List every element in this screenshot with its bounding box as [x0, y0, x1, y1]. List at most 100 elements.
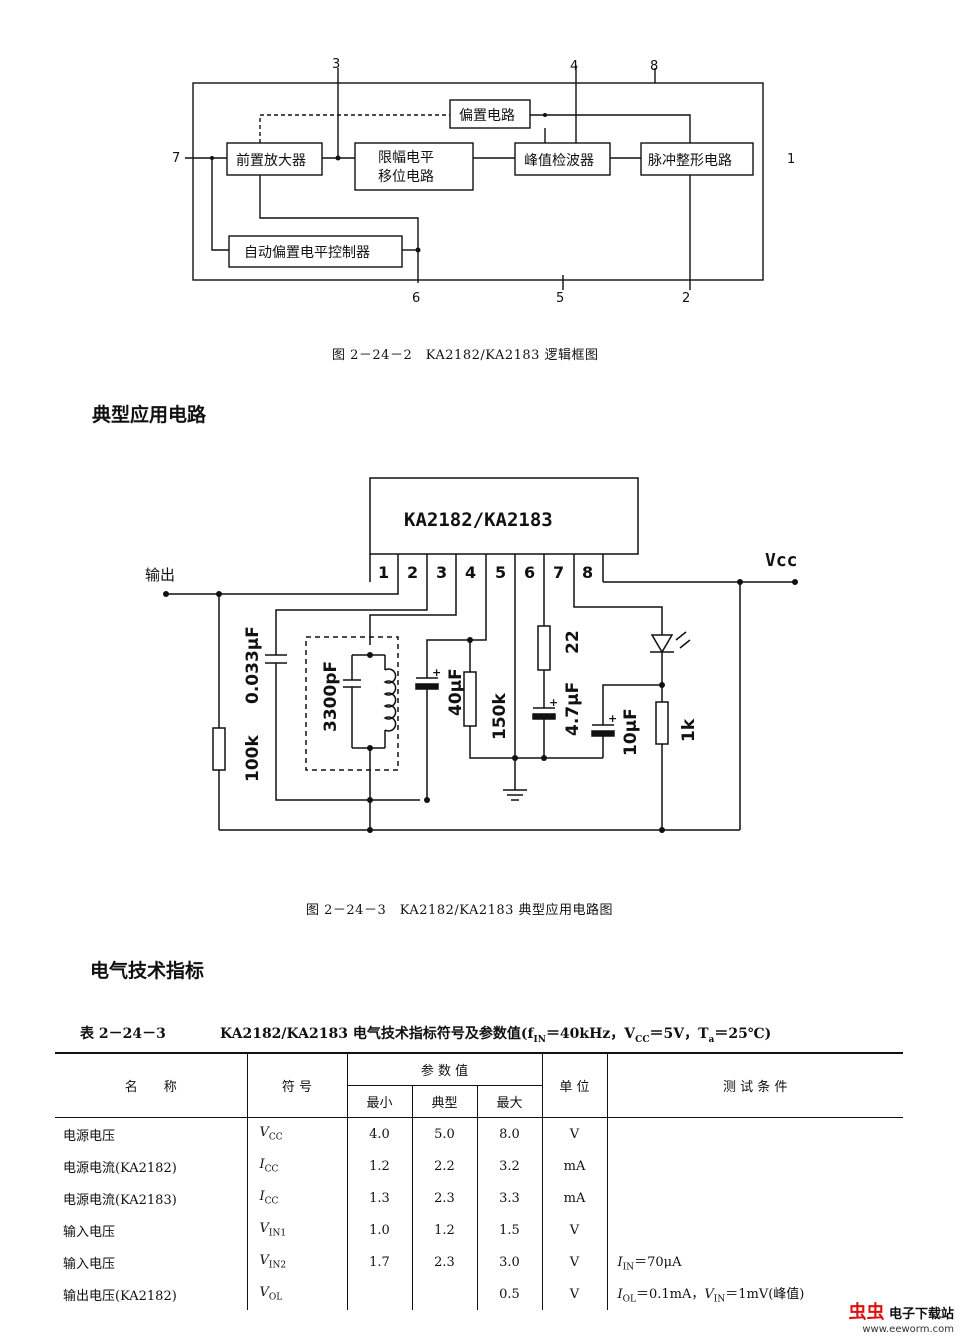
section-heading-typical-circuit: 典型应用电路 [92, 404, 207, 426]
pin-8: 8 [582, 563, 593, 582]
symbol-main: V [259, 1125, 269, 1141]
symbol-main: I [259, 1189, 265, 1205]
pin-5: 5 [495, 563, 506, 582]
table-title-fin-sub: IN [533, 1034, 546, 1045]
cell-min: 1.7 [346, 1246, 412, 1278]
cell-name: 输入电压 [63, 1256, 116, 1272]
pin-label-2: 2 [682, 291, 690, 306]
cell-unit: mA [541, 1182, 607, 1214]
symbol-sub: IN1 [268, 1228, 287, 1239]
logic-block-diagram: 前置放大器 限幅电平 移位电路 偏置电路 峰值检波器 脉冲整形电路 自动偏置电平… [172, 57, 795, 306]
header-min: 最小 [346, 1085, 412, 1118]
pin-label-4: 4 [570, 59, 578, 74]
pin-6: 6 [524, 563, 535, 582]
cell-min: 1.2 [346, 1150, 412, 1182]
conditions-text: IIN＝70μA [617, 1255, 682, 1273]
block-bias: 偏置电路 [459, 108, 515, 124]
cell-typ [411, 1278, 477, 1310]
cell-conditions [606, 1214, 903, 1246]
cell-max: 3.2 [476, 1150, 542, 1182]
table-title-main: KA2182/KA2183 电气技术指标符号及参数值(f [220, 1026, 534, 1042]
cell-name: 电源电压 [63, 1128, 116, 1144]
cell-conditions [606, 1150, 903, 1182]
output-label: 输出 [145, 566, 175, 584]
cell-max: 3.3 [476, 1182, 542, 1214]
cell-name: 输出电压(KA2182) [63, 1288, 177, 1304]
symbol-sub: IN2 [268, 1260, 287, 1271]
symbol-sub: CC [264, 1164, 279, 1175]
cell-unit: mA [541, 1150, 607, 1182]
cell-typ: 5.0 [411, 1117, 477, 1150]
pin-label-1: 1 [787, 152, 795, 167]
cell-unit: V [541, 1214, 607, 1246]
cell-conditions [606, 1182, 903, 1214]
pin-label-3: 3 [332, 57, 340, 72]
label-4-7uf: 4.7μF [563, 682, 583, 736]
block-pulse-shaper: 脉冲整形电路 [648, 153, 732, 169]
cell-unit: V [541, 1246, 607, 1278]
label-40uf: 40μF [446, 668, 466, 716]
cell-conditions: IIN＝70μA [606, 1246, 903, 1278]
cell-min: 1.0 [346, 1214, 412, 1246]
label-3300pf: 3300pF [321, 661, 341, 732]
conditions-text: IOL＝0.1mA，VIN＝1mV(峰值) [617, 1287, 805, 1305]
pin-3: 3 [436, 563, 447, 582]
header-max: 最大 [476, 1085, 542, 1118]
figure-caption-1: 图 2－24－2 KA2182/KA2183 逻辑框图 [332, 348, 599, 363]
table-title-mid1: ＝40kHz，V [545, 1026, 636, 1042]
pin-4: 4 [465, 563, 476, 582]
table-title-vcc-sub: CC [635, 1034, 650, 1045]
header-params: 参 数 值 [346, 1052, 542, 1086]
cell-max: 1.5 [476, 1214, 542, 1246]
watermark-url: www.eeworm.com [862, 1324, 954, 1335]
cell-conditions: IOL＝0.1mA，VIN＝1mV(峰值) [606, 1278, 903, 1310]
cell-min [346, 1278, 412, 1310]
cell-symbol: VIN2 [246, 1246, 347, 1278]
section-heading-electrical: 电气技术指标 [90, 960, 205, 982]
table-title-mid2: ＝5V，T [649, 1026, 709, 1042]
cell-unit: V [541, 1278, 607, 1310]
cell-name: 电源电流(KA2182) [63, 1160, 177, 1176]
table-title-ta-sub: a [708, 1034, 715, 1045]
label-22: 22 [563, 630, 583, 654]
cell-min: 4.0 [346, 1117, 412, 1150]
symbol-main: V [259, 1253, 269, 1269]
block-limiter-line2: 移位电路 [378, 169, 434, 185]
cell-symbol: VCC [246, 1117, 347, 1150]
pin-label-8: 8 [650, 59, 658, 74]
label-150k: 150k [490, 693, 510, 740]
symbol-sub: CC [268, 1132, 283, 1143]
vcc-label: Vcc [765, 550, 798, 571]
symbol-sub: CC [264, 1196, 279, 1207]
figure-caption-2: 图 2－24－3 KA2182/KA2183 典型应用电路图 [306, 903, 614, 918]
symbol-main: I [259, 1157, 265, 1173]
cell-typ: 2.3 [411, 1182, 477, 1214]
block-auto-bias: 自动偏置电平控制器 [244, 245, 370, 261]
chip-label: KA2182/KA2183 [404, 509, 553, 531]
block-peak-detector: 峰值检波器 [524, 153, 594, 169]
pin-label-5: 5 [556, 291, 564, 306]
label-10uf: 10μF [621, 708, 641, 756]
cell-name: 输入电压 [63, 1224, 116, 1240]
label-1k: 1k [679, 718, 699, 742]
svg-text:+: + [549, 696, 558, 709]
pin-1: 1 [378, 563, 389, 582]
cell-symbol: VIN1 [246, 1214, 347, 1246]
cell-max: 0.5 [476, 1278, 542, 1310]
label-0033uf: 0.033μF [243, 626, 263, 704]
cell-symbol: ICC [246, 1150, 347, 1182]
header-conditions: 测 试 条 件 [606, 1052, 903, 1118]
pin-label-6: 6 [412, 291, 420, 306]
symbol-main: V [259, 1285, 269, 1301]
label-100k: 100k [243, 735, 263, 782]
watermark: 虫虫 电子下载站 www.eeworm.com [848, 1298, 954, 1335]
symbol-sub: OL [268, 1292, 283, 1303]
application-circuit-diagram: + + + KA2182/KA2183 1 2 3 4 5 6 7 8 输出 V… [145, 477, 798, 833]
cell-typ: 2.3 [411, 1246, 477, 1278]
block-limiter-line1: 限幅电平 [378, 150, 434, 166]
